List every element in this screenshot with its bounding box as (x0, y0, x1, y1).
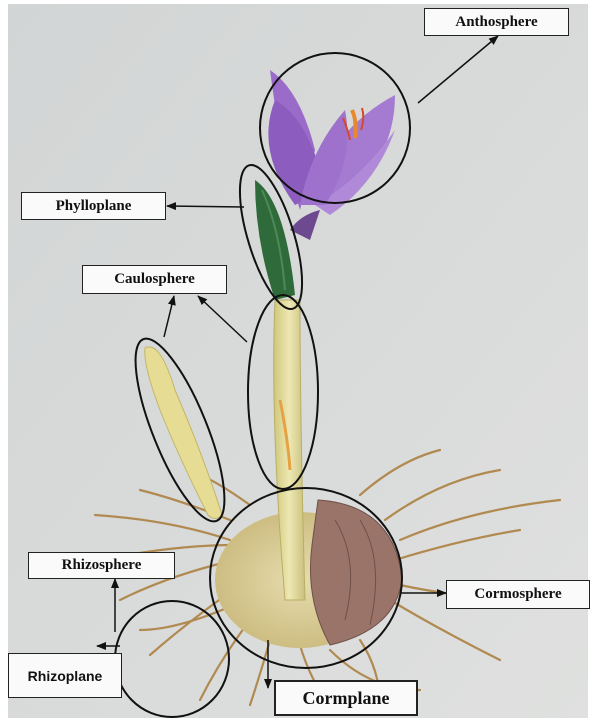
anthosphere-label: Anthosphere (424, 8, 569, 36)
caulosphere-label: Caulosphere (82, 265, 227, 294)
cormosphere-label: Cormosphere (446, 580, 590, 609)
cormplane-label: Cormplane (274, 680, 418, 716)
phylloplane-arrow (167, 206, 244, 207)
rhizosphere-label: Rhizosphere (28, 552, 175, 579)
phylloplane-label: Phylloplane (21, 192, 166, 220)
rhizoplane-label: Rhizoplane (8, 653, 122, 698)
